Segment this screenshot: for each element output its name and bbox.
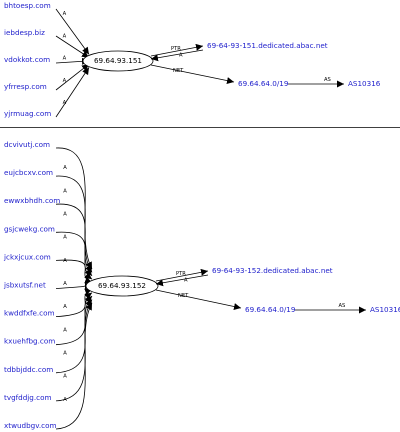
net-edge: [150, 64, 235, 85]
netblock-label: 69.64.64.0/19: [238, 79, 289, 88]
hub-ip-label: 69.64.93.151: [94, 56, 142, 65]
source-edge-label: A: [63, 188, 67, 194]
source-edge-label: A: [63, 327, 67, 333]
source-edge: [55, 259, 93, 284]
ptr-edge-label: PTR: [171, 46, 181, 52]
ptr-reverse-edge: [155, 274, 209, 287]
source-edge: [55, 299, 93, 402]
ptr-hostname-label: 69-64-93-152.dedicated.abac.net: [212, 266, 333, 275]
source-domain-label: bhtoesp.com: [4, 1, 51, 10]
as-number-label: AS10316: [370, 305, 400, 314]
source-domain-label: yjrmuag.com: [4, 109, 51, 118]
source-domain-label: kwddfxfe.com: [4, 309, 55, 318]
source-domain-label: vdokkot.com: [4, 55, 50, 64]
source-domain-label: dcvivutj.com: [4, 140, 50, 149]
ptr-edge-label: PTR: [176, 271, 186, 277]
source-edge-label: A: [63, 165, 67, 171]
as-edge-label: AS: [339, 303, 346, 309]
net-edge-label: NET: [178, 293, 189, 299]
source-edge: [55, 8, 90, 55]
ptr-reverse-edge-label: A: [179, 53, 183, 59]
source-edge-label: A: [63, 235, 67, 241]
source-edge-label: A: [63, 350, 67, 356]
net-edge-label: NET: [173, 68, 184, 74]
ptr-edge: [155, 268, 209, 282]
source-domain-label: eujcbcxv.com: [4, 168, 53, 177]
ptr-reverse-edge-label: A: [184, 278, 188, 284]
source-domain-label: tvgfddjg.com: [4, 393, 51, 402]
source-edge-label: A: [63, 78, 67, 84]
source-edge: [55, 35, 90, 58]
source-edge-label: A: [63, 281, 67, 287]
source-edge: [55, 67, 90, 118]
source-domain-label: iebdesp.biz: [4, 28, 45, 37]
source-edge-label: A: [63, 100, 67, 106]
source-domain-label: jckxjcux.com: [3, 252, 51, 261]
source-edge-label: A: [63, 304, 67, 310]
source-domain-label: kxuehfbg.com: [4, 337, 55, 346]
source-edge: [55, 63, 90, 91]
source-edge-label: A: [63, 56, 67, 62]
source-edge: [55, 302, 93, 430]
source-edge: [55, 147, 93, 270]
source-edge: [55, 231, 93, 280]
source-edge-label: A: [63, 258, 67, 264]
source-domain-label: gsjcwekg.com: [4, 224, 55, 233]
source-edge-label: A: [63, 33, 67, 39]
as-number-label: AS10316: [348, 79, 381, 88]
source-domain-label: yfrresp.com: [4, 82, 47, 91]
source-edge-label: A: [63, 212, 67, 218]
source-domain-label: ewwxbhdh.com: [4, 196, 60, 205]
source-edge-label: A: [63, 397, 67, 403]
source-edge: [55, 203, 93, 277]
source-domain-label: xtwudbgv.com: [4, 421, 57, 430]
source-domain-label: jsbxutsf.net: [3, 281, 46, 290]
source-domain-label: tdbbjddc.com: [4, 365, 53, 374]
ptr-hostname-label: 69-64-93-151.dedicated.abac.net: [207, 41, 328, 50]
netblock-label: 69.64.64.0/19: [245, 305, 296, 314]
hub-ip-label: 69.64.93.152: [98, 281, 146, 290]
ptr-reverse-edge: [150, 49, 204, 62]
source-edge: [55, 175, 93, 273]
ptr-edge: [150, 43, 204, 57]
net-edge: [155, 289, 242, 310]
source-edge: [55, 295, 93, 374]
source-edge-label: A: [63, 374, 67, 380]
source-edge-label: A: [63, 11, 67, 17]
as-edge-label: AS: [324, 77, 331, 83]
